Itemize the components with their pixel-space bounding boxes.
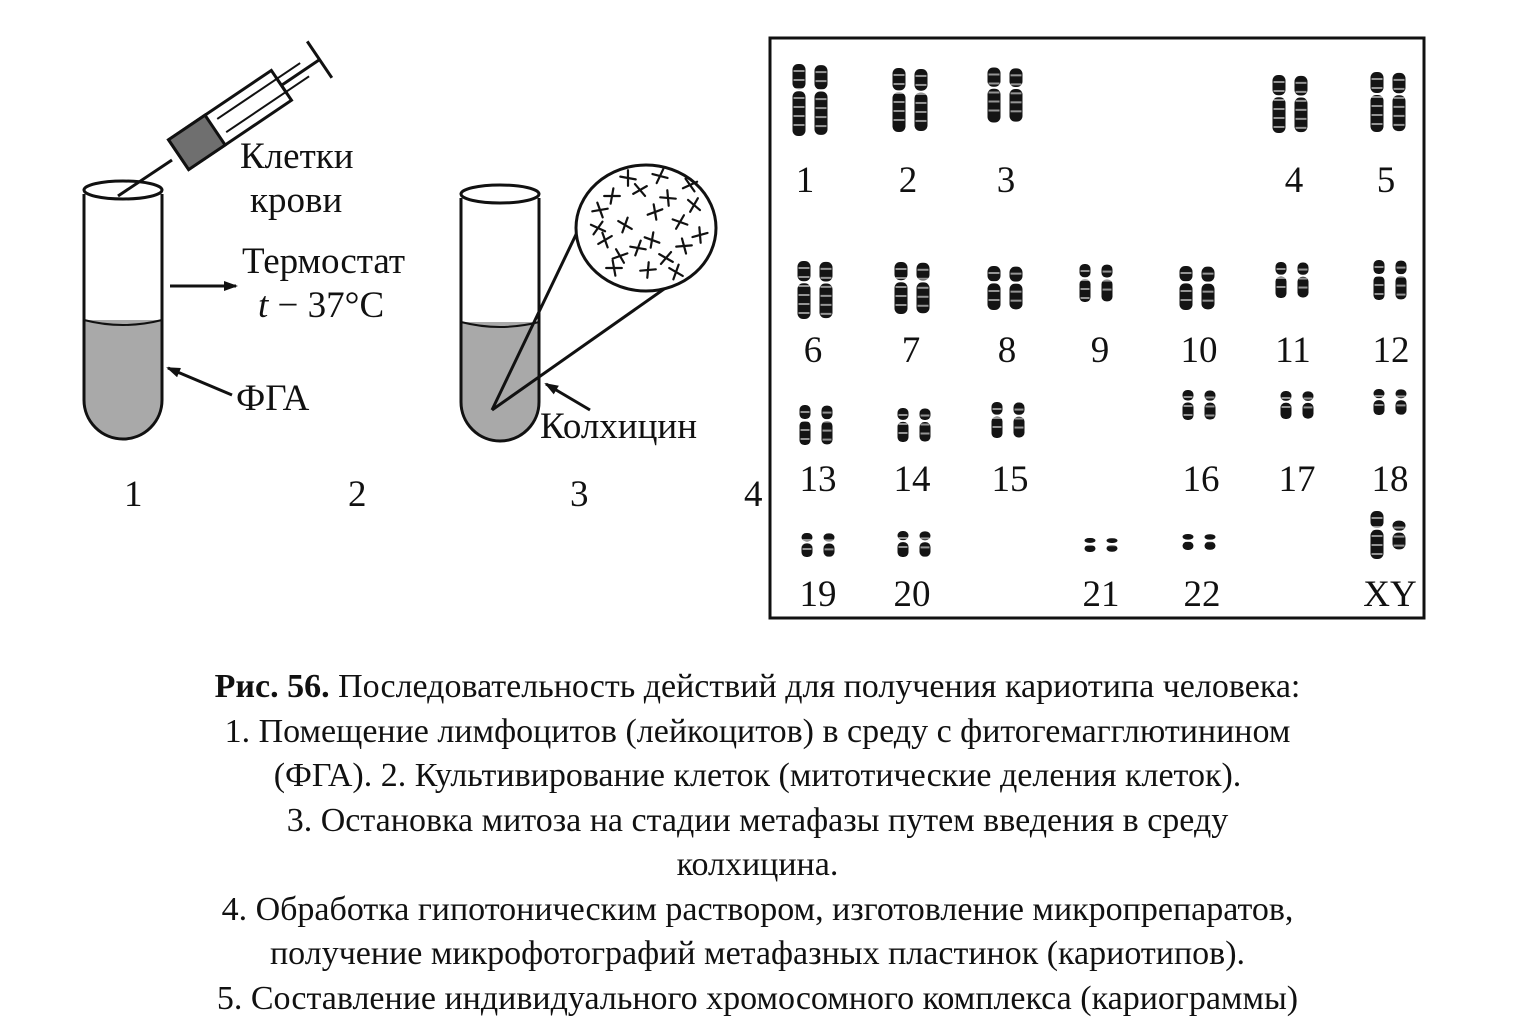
karyotype-label-22: 22: [1184, 574, 1221, 615]
caption-line-7: получение микрофотографий метафазных пла…: [269, 935, 1246, 972]
karyotype-label-9: 9: [1091, 330, 1110, 371]
blood-cells-label-line1: Клетки: [240, 136, 354, 177]
karyotype-panel: [768, 36, 1426, 620]
caption-line-5: колхицина.: [676, 846, 839, 883]
caption-line-3: (ФГА). 2. Культивирование клеток (митоти…: [273, 757, 1242, 794]
karyotype-label-2: 2: [899, 160, 918, 201]
karyotype-label-4: 4: [1285, 160, 1304, 201]
magnification-cone: [490, 221, 685, 412]
caption-line-6: 4. Обработка гипотоническим раствором, и…: [221, 890, 1294, 928]
karyotype-label-6: 6: [804, 330, 823, 371]
karyotype-label-XY: XY: [1363, 574, 1416, 615]
caption-line-8: 5. Составление индивидуального хромосомн…: [216, 979, 1299, 1017]
karyotype-label-11: 11: [1275, 330, 1311, 371]
caption-title-line: Рис. 56. Последовательность действий для…: [40, 665, 1475, 710]
figure-reference: Рис. 56.: [214, 668, 330, 705]
caption-line-2: 1. Помещение лимфоцитов (лейкоцитов) в с…: [224, 712, 1291, 750]
karyotype-label-12: 12: [1373, 330, 1410, 371]
karyotype-label-3: 3: [997, 160, 1016, 201]
karyotype-label-14: 14: [894, 459, 931, 500]
karyotype-label-5: 5: [1377, 160, 1396, 201]
caption-title: Последовательность действий для получени…: [329, 668, 1301, 705]
karyotype-label-13: 13: [800, 459, 837, 500]
karyotype-label-21: 21: [1083, 574, 1120, 615]
karyotype-procedure-figure: Клетки крови Термостат t − 37°C ФГА Колх…: [82, 36, 1426, 620]
caption-line-4: 3. Остановка митоза на стадии метафазы п…: [286, 801, 1229, 839]
karyotype-label-10: 10: [1181, 330, 1218, 371]
karyotype-label-15: 15: [992, 459, 1029, 500]
syringe-icon: [117, 40, 334, 198]
step-number-1: 1: [124, 474, 143, 515]
figure-caption: Рис. 56. Последовательность действий для…: [40, 665, 1475, 1021]
karyotype-label-18: 18: [1372, 459, 1409, 500]
karyotype-label-7: 7: [902, 330, 921, 371]
karyotype-label-19: 19: [800, 574, 837, 615]
karyotype-label-8: 8: [998, 330, 1017, 371]
step-number-2: 2: [348, 474, 367, 515]
pha-arrow: [166, 366, 233, 397]
step-number-3: 3: [570, 474, 589, 515]
karyotype-chromosomes: [792, 64, 1407, 559]
blood-cells-label-line2: крови: [250, 180, 342, 221]
step3-test-tube: [459, 183, 541, 443]
karyotype-label-20: 20: [894, 574, 931, 615]
karyotype-label-1: 1: [796, 160, 815, 201]
thermostat-temperature: t − 37°C: [258, 285, 384, 326]
pha-label: ФГА: [236, 378, 310, 419]
metaphase-plate-magnified: [574, 163, 718, 293]
step1-test-tube: [82, 179, 164, 441]
thermostat-label: Термостат: [242, 241, 405, 282]
step-number-4: 4: [744, 474, 763, 515]
karyotype-label-17: 17: [1279, 459, 1316, 500]
karyotype-label-16: 16: [1183, 459, 1220, 500]
colchicine-label: Колхицин: [540, 406, 697, 447]
colchicine-arrow: [544, 382, 591, 412]
